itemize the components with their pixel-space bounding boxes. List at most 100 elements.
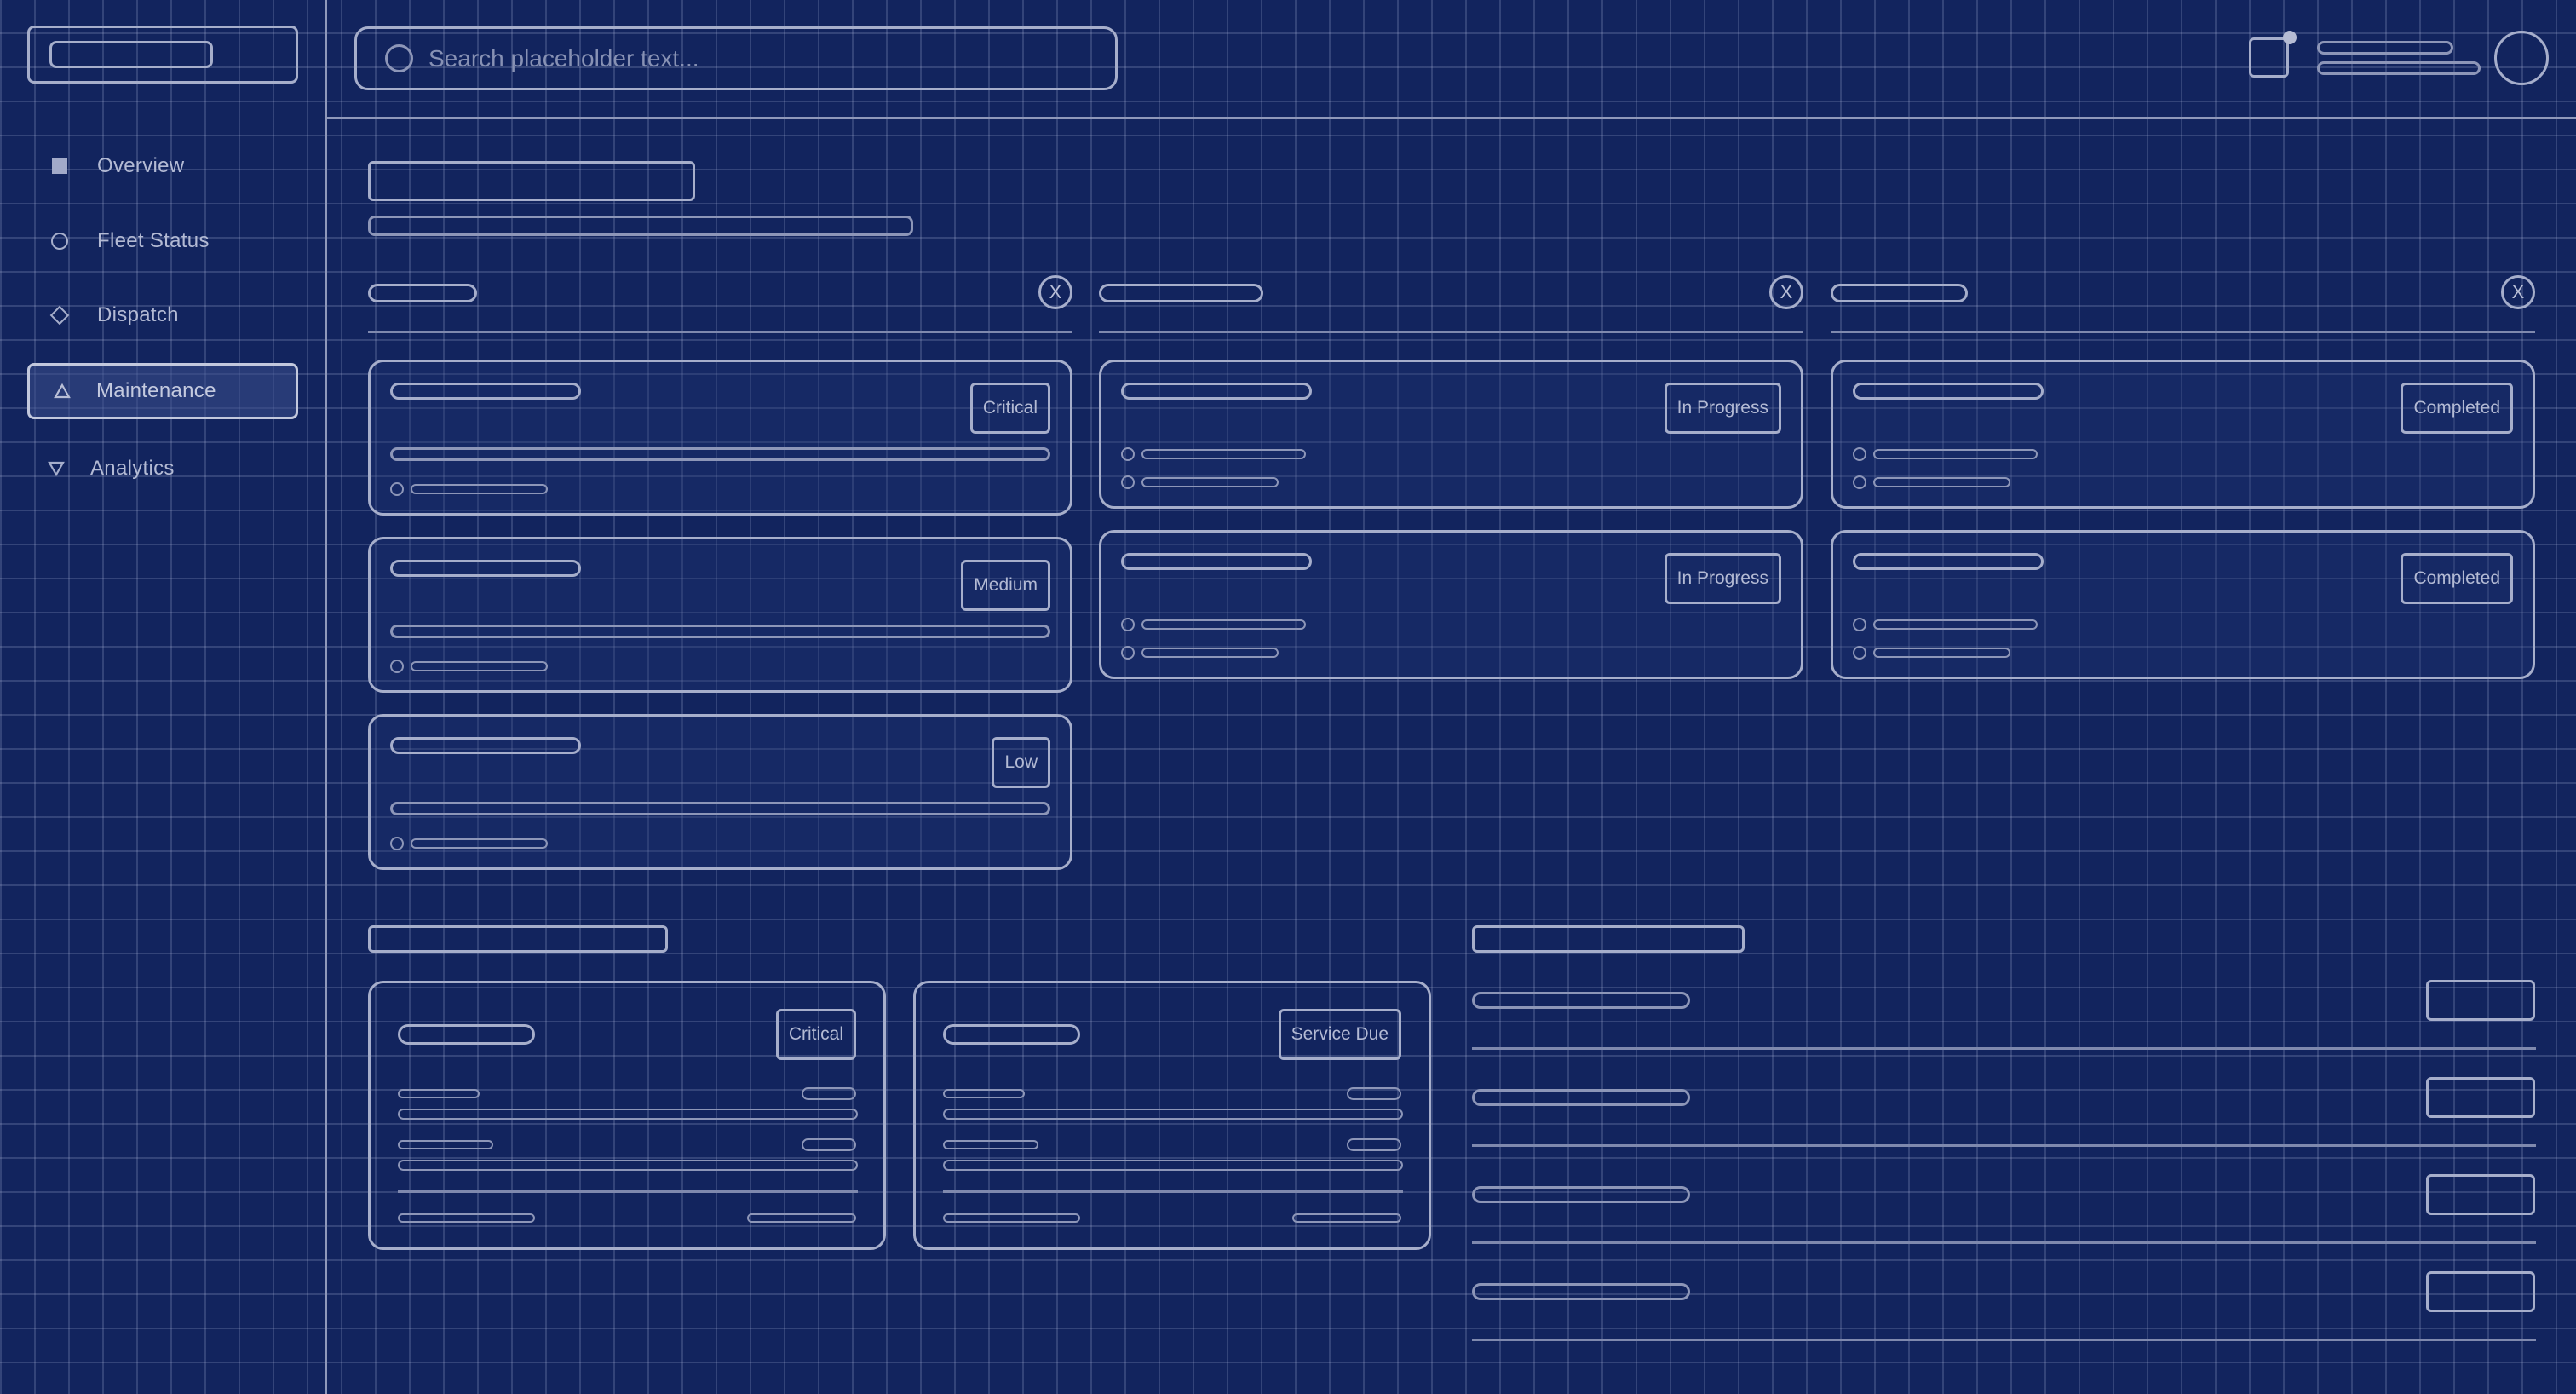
list-item-action-button[interactable] <box>2426 1271 2535 1312</box>
meta-icon <box>390 837 404 850</box>
footer-left <box>943 1213 1080 1223</box>
footer-right <box>747 1213 856 1223</box>
task-card[interactable]: Low <box>368 714 1072 870</box>
close-icon: X <box>1049 281 1062 302</box>
list-divider <box>1472 1144 2536 1147</box>
card-title <box>390 383 581 400</box>
vehicle-name <box>943 1024 1080 1045</box>
user-name-placeholder <box>2317 41 2453 55</box>
card-meta <box>1141 449 1306 459</box>
card-meta <box>1141 619 1306 630</box>
logo-placeholder <box>49 41 213 68</box>
card-title <box>390 737 581 754</box>
column-close-button[interactable]: X <box>1769 275 1803 309</box>
task-card[interactable]: In Progress <box>1099 360 1803 509</box>
priority-badge: Critical <box>969 383 1050 434</box>
list-item-label <box>1472 1089 1690 1106</box>
sidebar-item-label: Maintenance <box>96 379 216 402</box>
avatar[interactable] <box>2494 31 2549 85</box>
section-title <box>1472 925 1745 953</box>
metric-progress-bar <box>943 1109 1403 1120</box>
card-meta <box>1873 477 2010 487</box>
sidebar-item-label: Overview <box>97 154 185 177</box>
task-card[interactable]: Completed <box>1831 530 2535 679</box>
meta-icon <box>390 660 404 673</box>
header-divider <box>326 117 2576 119</box>
list-divider <box>1472 1339 2536 1341</box>
card-meta <box>1141 477 1279 487</box>
list-item-action-button[interactable] <box>2426 1077 2535 1118</box>
priority-badge: Low <box>992 737 1050 788</box>
column-close-button[interactable]: X <box>1038 275 1072 309</box>
sidebar-item-label: Dispatch <box>97 303 179 326</box>
column-close-button[interactable]: X <box>2501 275 2535 309</box>
sidebar-divider <box>325 0 327 1394</box>
card-divider <box>943 1190 1403 1193</box>
column-title <box>368 284 477 302</box>
status-badge: In Progress <box>1664 383 1781 434</box>
meta-icon <box>390 482 404 496</box>
task-card[interactable]: Medium <box>368 537 1072 693</box>
triangle-up-icon <box>45 374 79 408</box>
sidebar-item-maintenance[interactable]: Maintenance <box>27 363 298 419</box>
meta-icon <box>1121 646 1135 660</box>
card-title <box>1121 383 1312 400</box>
metric-value <box>1347 1138 1401 1151</box>
task-card[interactable]: In Progress <box>1099 530 1803 679</box>
status-badge: In Progress <box>1664 553 1781 604</box>
meta-icon <box>1853 618 1866 631</box>
card-meta <box>1873 619 2038 630</box>
sidebar-item-dispatch[interactable]: Dispatch <box>27 287 298 343</box>
vehicle-status-badge: Critical <box>775 1009 856 1060</box>
card-divider <box>398 1190 858 1193</box>
card-description <box>390 447 1050 461</box>
logo-container[interactable] <box>27 26 298 84</box>
card-meta <box>1141 648 1279 658</box>
card-description <box>390 625 1050 638</box>
sidebar-item-overview[interactable]: Overview <box>27 138 298 194</box>
diamond-icon <box>43 298 77 332</box>
meta-icon <box>1853 447 1866 461</box>
metric-value <box>1347 1087 1401 1100</box>
circle-icon <box>43 224 77 258</box>
vehicle-name <box>398 1024 535 1045</box>
metric-label <box>398 1089 480 1098</box>
metric-label <box>943 1089 1025 1098</box>
list-item-action-button[interactable] <box>2426 1174 2535 1215</box>
sidebar-item-fleet-status[interactable]: Fleet Status <box>27 213 298 269</box>
vehicle-card[interactable]: Critical <box>368 981 886 1250</box>
search-input[interactable]: Search placeholder text... <box>354 26 1118 90</box>
metric-label <box>398 1140 493 1149</box>
card-meta <box>411 484 548 494</box>
list-item-label <box>1472 992 1690 1009</box>
vehicle-status-badge: Service Due <box>1278 1009 1401 1060</box>
sidebar-item-label: Fleet Status <box>97 229 210 252</box>
card-title <box>1853 553 2044 570</box>
metric-value <box>802 1138 856 1151</box>
card-meta <box>411 661 548 671</box>
vehicle-card[interactable]: Service Due <box>913 981 1431 1250</box>
status-badge: Completed <box>2401 553 2513 604</box>
sidebar-item-analytics[interactable]: Analytics <box>27 441 298 497</box>
page-title <box>368 161 695 201</box>
metric-value <box>802 1087 856 1100</box>
list-item-action-button[interactable] <box>2426 980 2535 1021</box>
notification-badge-icon <box>2283 31 2297 44</box>
notification-button[interactable] <box>2249 37 2289 78</box>
task-card[interactable]: Completed <box>1831 360 2535 509</box>
column-divider <box>1831 331 2535 333</box>
task-card[interactable]: Critical <box>368 360 1072 516</box>
metric-progress-bar <box>943 1160 1403 1171</box>
card-meta <box>411 838 548 849</box>
section-title <box>368 925 668 953</box>
list-divider <box>1472 1241 2536 1244</box>
meta-icon <box>1853 646 1866 660</box>
column-divider <box>1099 331 1803 333</box>
card-description <box>390 802 1050 815</box>
triangle-down-icon <box>39 452 73 486</box>
search-placeholder: Search placeholder text... <box>428 44 699 72</box>
card-title <box>390 560 581 577</box>
meta-icon <box>1121 447 1135 461</box>
card-title <box>1853 383 2044 400</box>
square-icon <box>43 149 77 183</box>
